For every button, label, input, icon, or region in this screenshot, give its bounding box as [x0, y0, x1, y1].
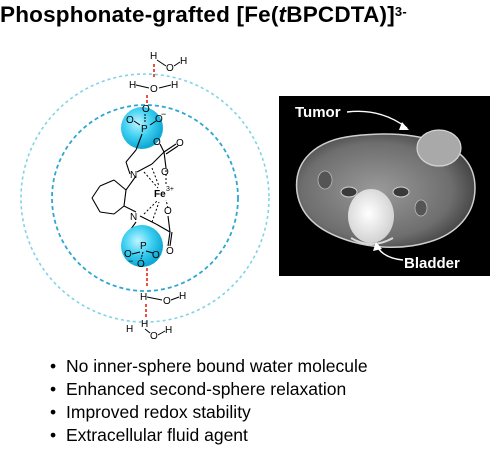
- water-o: O: [166, 63, 174, 74]
- o-label: O: [164, 206, 172, 217]
- o-label: O: [176, 138, 184, 149]
- o-label: O: [155, 114, 163, 125]
- list-item: •No inner-sphere bound water molecule: [50, 356, 368, 376]
- o-label: O: [166, 246, 174, 257]
- p-label: P: [140, 241, 147, 252]
- list-item: •Improved redox stability: [50, 402, 251, 422]
- figure-title: Phosphonate-grafted [Fe(tBPCDTA)]3-: [0, 2, 500, 42]
- o-label: O: [137, 259, 145, 270]
- o-label: O: [153, 137, 161, 148]
- n-label: N: [130, 170, 137, 181]
- title-charge: 3-: [394, 4, 407, 19]
- outer-sphere-ring: [20, 73, 270, 323]
- bullet-text: Improved redox stability: [66, 402, 251, 422]
- minus-sign: −: [161, 109, 166, 119]
- water-h: H: [150, 51, 157, 62]
- phosphonate-sphere-bottom: [121, 225, 163, 267]
- water-h: H: [179, 291, 186, 302]
- water-molecule-top-1: H O H: [150, 51, 187, 74]
- water-h: H: [165, 325, 172, 336]
- water-h: H: [126, 324, 133, 335]
- water-o: O: [150, 331, 158, 342]
- o-label: O: [126, 115, 134, 126]
- phosphonate-bottom: P O O O −: [124, 241, 160, 270]
- tumor-region: [416, 129, 462, 167]
- o-label: O: [152, 250, 160, 261]
- second-sphere-ring: [51, 104, 239, 292]
- water-molecule-bottom-1: H O H: [140, 291, 186, 307]
- ligand-atom-labels: N N O O O O O Fe 3+: [130, 137, 184, 257]
- phosphonate-sphere-top: [121, 107, 163, 149]
- bladder-label: Bladder: [404, 255, 460, 272]
- bullet-text: Enhanced second-sphere relaxation: [66, 379, 347, 399]
- water-h: H: [171, 80, 178, 91]
- coordination-bonds: [143, 167, 169, 223]
- tumor-label: Tumor: [295, 104, 341, 121]
- minus-sign: −: [128, 256, 133, 266]
- bullet-text: No inner-sphere bound water molecule: [66, 356, 368, 376]
- o-label: O: [161, 167, 169, 178]
- bullet-text: Extracellular fluid agent: [66, 425, 248, 445]
- list-item: •Extracellular fluid agent: [50, 425, 248, 445]
- water-o: O: [163, 296, 171, 307]
- mri-scan-image: Tumor Bladder: [279, 96, 490, 276]
- water-o: O: [150, 84, 158, 95]
- n-label: N: [130, 212, 137, 223]
- title-middle: BPCDTA)]: [286, 2, 395, 27]
- water-h: H: [141, 319, 148, 330]
- iron-label: Fe: [154, 189, 166, 200]
- iron-charge: 3+: [166, 186, 174, 193]
- bladder-region: [348, 189, 394, 243]
- list-item: •Enhanced second-sphere relaxation: [50, 379, 347, 399]
- water-molecule-bottom-2: H H O H: [126, 319, 172, 342]
- o-label: O: [142, 104, 150, 115]
- water-h: H: [129, 80, 136, 91]
- molecule-structure-diagram: H O H H O H P O O O −: [20, 51, 270, 342]
- key-points-list: •No inner-sphere bound water molecule •E…: [50, 355, 490, 447]
- title-prefix: Phosphonate-grafted [Fe(: [0, 2, 279, 27]
- o-label: O: [124, 249, 132, 260]
- title-italic-t: t: [278, 2, 287, 27]
- p-label: P: [141, 124, 148, 135]
- water-molecule-top-2: H O H: [129, 80, 178, 95]
- phosphonate-top: P O O O −: [126, 104, 166, 135]
- water-h: H: [180, 56, 187, 67]
- water-h: H: [140, 292, 147, 303]
